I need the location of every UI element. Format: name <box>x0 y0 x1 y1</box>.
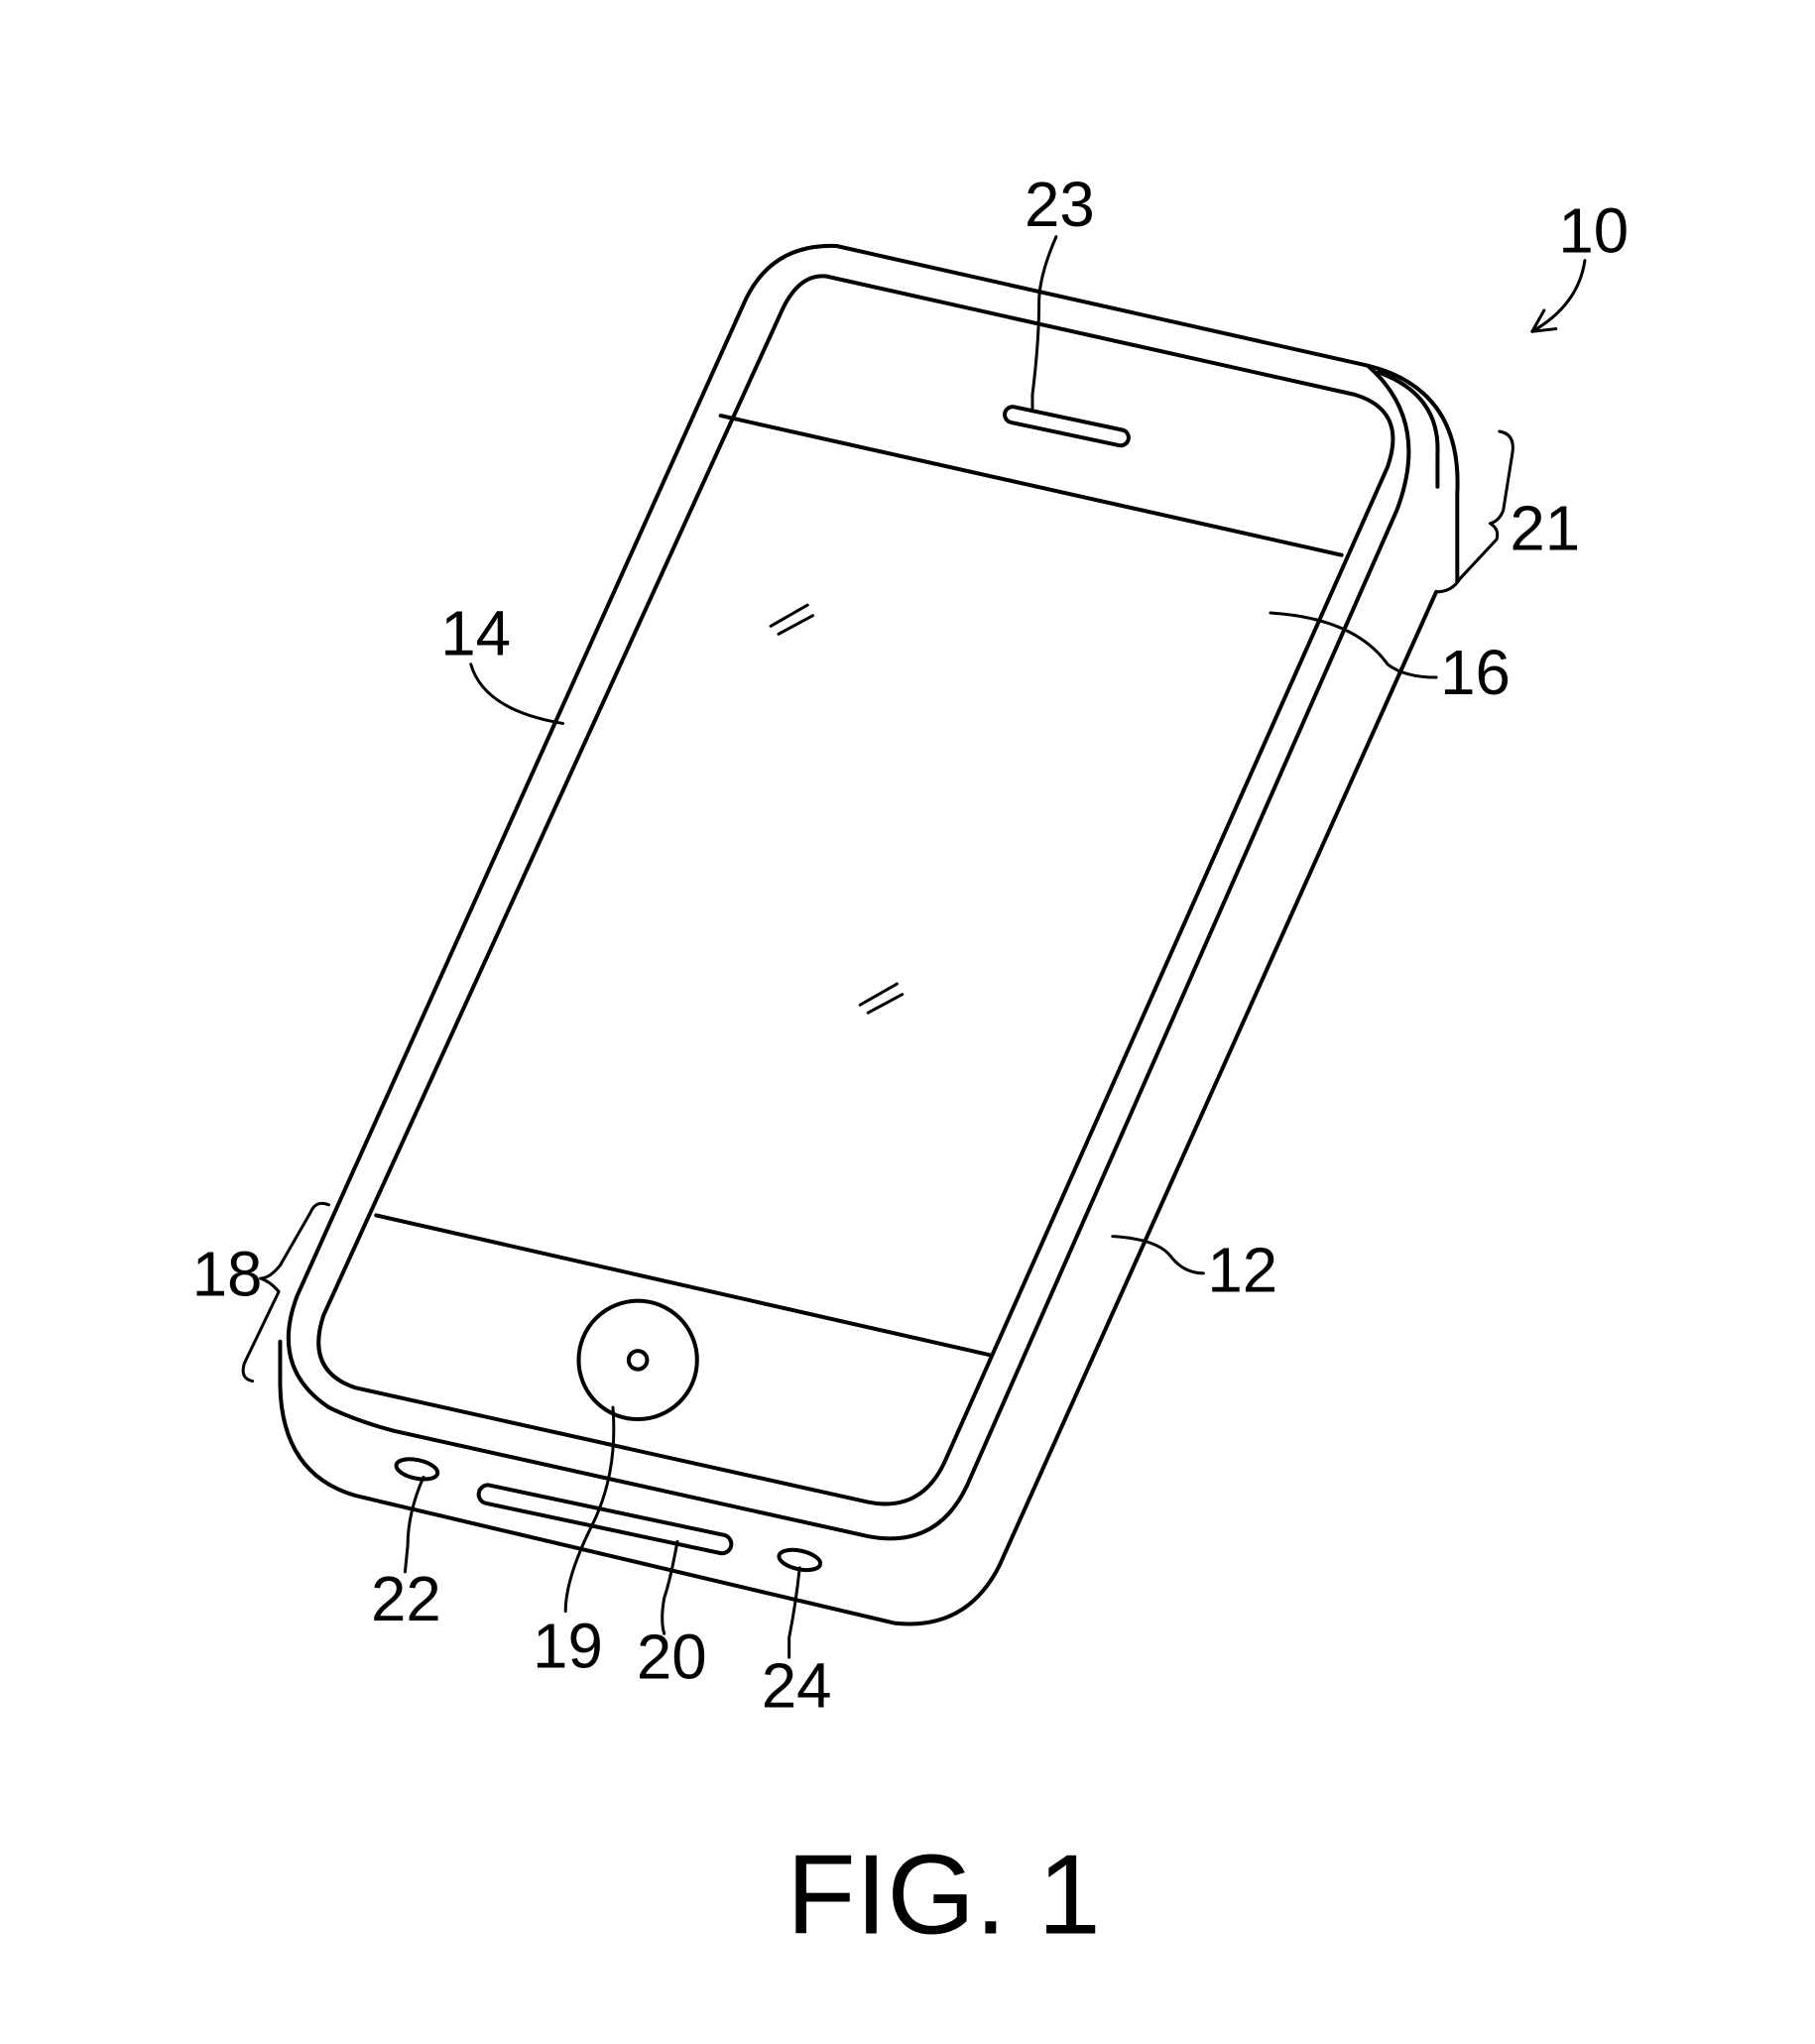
label-bezel: 14 <box>440 598 511 668</box>
label-display: 16 <box>1440 638 1511 708</box>
face-outer-edge <box>289 246 1409 1538</box>
earpiece-slot <box>1004 406 1131 447</box>
label-bottom-region: 18 <box>192 1239 263 1309</box>
label-left-opening: 22 <box>371 1564 441 1634</box>
figure-caption: FIG. 1 <box>786 1833 1101 1959</box>
label-port: 20 <box>637 1622 707 1692</box>
housing-outline <box>280 246 1457 1623</box>
label-device: 10 <box>1558 196 1629 267</box>
label-home-button: 19 <box>533 1612 603 1682</box>
glass-reflection-marks <box>771 605 903 1013</box>
top-region-brace <box>1436 431 1512 592</box>
label-housing: 12 <box>1207 1235 1277 1305</box>
display-bottom-boundary <box>376 1215 989 1355</box>
home-button <box>578 1301 696 1419</box>
label-right-opening: 24 <box>762 1650 832 1721</box>
label-top-region: 21 <box>1510 493 1580 563</box>
home-button-center-mark <box>629 1351 648 1370</box>
label-earpiece: 23 <box>1025 170 1095 240</box>
left-opening <box>395 1456 439 1483</box>
display-top-boundary <box>721 416 1342 555</box>
